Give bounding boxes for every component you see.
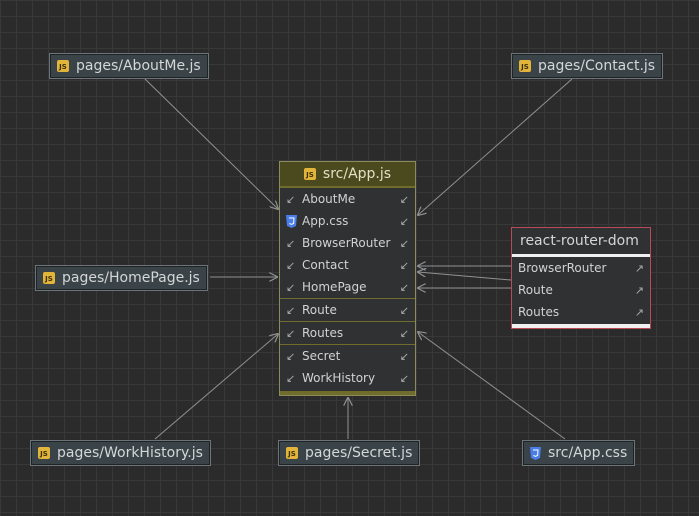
export-row[interactable]: ↙ WorkHistory ↙	[280, 367, 415, 389]
css-file-icon	[530, 446, 541, 460]
row-label: App.css	[302, 214, 349, 228]
import-arrow-icon: ↙	[399, 326, 409, 340]
export-arrow-icon: ↗	[634, 283, 644, 297]
js-file-icon: JS	[38, 447, 50, 459]
panel-footer-bar	[512, 324, 650, 328]
css-file-icon	[286, 214, 297, 228]
row-label: BrowserRouter	[518, 261, 607, 275]
import-arrow-icon: ↙	[399, 258, 409, 272]
react-router-dom-panel[interactable]: react-router-dom BrowserRouter↗Route↗Rou…	[511, 227, 651, 329]
export-row[interactable]: Routes ↗	[512, 301, 650, 323]
export-row[interactable]: ↙ Secret ↙	[280, 344, 415, 367]
import-arrow-icon: ↙	[286, 280, 296, 294]
import-arrow-icon: ↙	[399, 280, 409, 294]
import-arrow-icon: ↙	[286, 349, 296, 363]
edge-workhistory-to-app	[154, 334, 278, 440]
row-label: Routes	[302, 326, 344, 340]
import-arrow-icon: ↙	[286, 192, 296, 206]
export-row[interactable]: App.css ↙	[280, 210, 415, 232]
panel-footer-bar	[280, 391, 415, 395]
export-row[interactable]: BrowserRouter ↗	[512, 257, 650, 279]
js-file-icon: JS	[303, 168, 316, 180]
export-row[interactable]: Route ↗	[512, 279, 650, 301]
export-row[interactable]: ↙ HomePage ↙	[280, 276, 415, 298]
import-arrow-icon: ↙	[399, 349, 409, 363]
import-arrow-icon: ↙	[286, 303, 296, 317]
file-node-label: pages/Secret.js	[305, 445, 413, 461]
row-label: HomePage	[302, 280, 367, 294]
file-node-label: pages/AboutMe.js	[76, 58, 201, 74]
file-node-contact[interactable]: JS pages/Contact.js	[511, 53, 664, 79]
file-node-secret[interactable]: JS pages/Secret.js	[278, 440, 421, 466]
import-arrow-icon: ↙	[399, 303, 409, 317]
import-arrow-icon: ↙	[399, 192, 409, 206]
row-label: Routes	[518, 305, 560, 319]
import-arrow-icon: ↙	[286, 371, 296, 385]
export-row[interactable]: ↙ Routes ↙	[280, 321, 415, 344]
import-arrow-icon: ↙	[286, 258, 296, 272]
file-node-label: src/App.css	[548, 445, 628, 461]
panel-header: JS src/App.js	[280, 162, 415, 188]
panel-title: react-router-dom	[520, 233, 639, 249]
file-node-label: pages/WorkHistory.js	[57, 445, 203, 461]
row-label: Contact	[302, 258, 349, 272]
file-node-appcss[interactable]: src/App.css	[522, 440, 636, 466]
file-node-label: pages/HomePage.js	[62, 270, 200, 286]
row-label: Secret	[302, 349, 341, 363]
row-label: Route	[518, 283, 553, 297]
file-node-workhistory[interactable]: JS pages/WorkHistory.js	[30, 440, 211, 466]
import-arrow-icon: ↙	[399, 371, 409, 385]
file-node-aboutme[interactable]: JS pages/AboutMe.js	[49, 53, 209, 79]
panel-title: src/App.js	[322, 166, 392, 182]
edge-aboutme-to-app	[144, 78, 278, 209]
row-label: Route	[302, 303, 337, 317]
row-label: WorkHistory	[302, 371, 376, 385]
edge-router-route	[418, 272, 512, 281]
export-row[interactable]: ↙ Route ↙	[280, 298, 415, 321]
export-row[interactable]: ↙ BrowserRouter ↙	[280, 232, 415, 254]
js-file-icon: JS	[286, 447, 298, 459]
row-label: BrowserRouter	[302, 236, 391, 250]
export-row[interactable]: ↙ Contact ↙	[280, 254, 415, 276]
edge-contact-to-app	[418, 78, 573, 215]
js-file-icon: JS	[43, 272, 55, 284]
js-file-icon: JS	[57, 60, 69, 72]
file-node-label: pages/Contact.js	[538, 58, 656, 74]
panel-header: react-router-dom	[512, 228, 650, 257]
export-arrow-icon: ↗	[634, 261, 644, 275]
import-arrow-icon: ↙	[399, 214, 409, 228]
edge-appcss-to-app	[418, 332, 566, 440]
export-row[interactable]: ↙ AboutMe ↙	[280, 188, 415, 210]
import-arrow-icon: ↙	[286, 236, 296, 250]
app-js-panel[interactable]: JS src/App.js ↙ AboutMe ↙ App.css ↙ ↙ BrowserR…	[279, 161, 416, 396]
js-file-icon: JS	[519, 60, 531, 72]
row-label: AboutMe	[302, 192, 356, 206]
file-node-homepage[interactable]: JS pages/HomePage.js	[35, 265, 208, 291]
import-arrow-icon: ↙	[399, 236, 409, 250]
import-arrow-icon: ↙	[286, 326, 296, 340]
export-arrow-icon: ↗	[634, 305, 644, 319]
